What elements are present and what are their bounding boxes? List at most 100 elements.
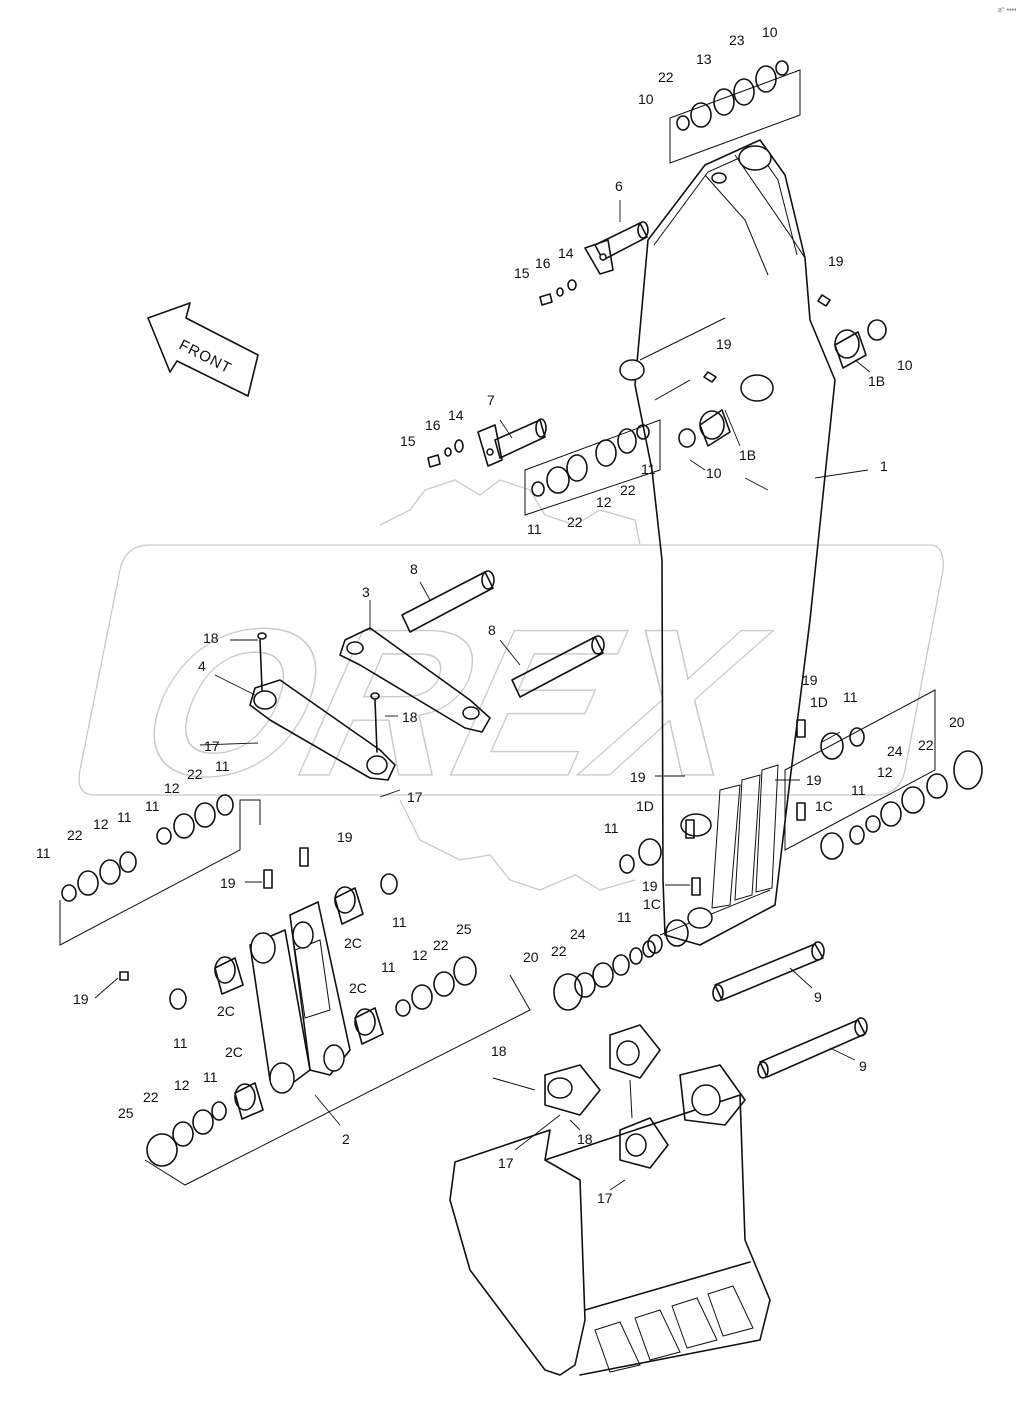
callout: 1C — [815, 798, 833, 814]
callout: 11 — [843, 689, 858, 705]
callout: 11 — [117, 809, 132, 825]
callout: 1D — [810, 694, 828, 710]
callout: 4 — [198, 658, 206, 674]
callout: 7 — [487, 392, 495, 408]
callout: 11 — [381, 959, 396, 975]
callout: 20 — [949, 714, 965, 730]
callout: 22 — [918, 737, 934, 753]
callout: 19 — [828, 253, 844, 269]
grease-fittings-19 — [119, 719, 806, 981]
callout: 1D — [636, 798, 654, 814]
bucket — [449, 1024, 771, 1376]
callout: 22 — [67, 827, 83, 843]
bushings-1C-1D — [619, 727, 865, 954]
callout: 18 — [402, 709, 418, 725]
callout: 22 — [567, 514, 583, 530]
callout: 19 — [73, 991, 89, 1007]
callout: 19 — [642, 878, 658, 894]
corner-mark: a° •••• — [998, 6, 1017, 14]
callout: 8 — [488, 622, 496, 638]
callout: 10 — [638, 91, 654, 107]
link-3 — [339, 627, 491, 733]
callout: 9 — [814, 989, 822, 1005]
callout: 11 — [851, 782, 866, 798]
callout: 17 — [204, 738, 220, 754]
callout: 1C — [643, 896, 661, 912]
callout: 19 — [806, 772, 822, 788]
front-arrow: FRONT — [147, 302, 259, 397]
lower-middle-washer-stack — [553, 940, 656, 1011]
callout: 19 — [337, 829, 353, 845]
callout: 3 — [362, 584, 370, 600]
callout: 13 — [696, 51, 712, 67]
callout: 12 — [93, 816, 109, 832]
callout: 22 — [433, 937, 449, 953]
arm-top-washer-stack — [669, 60, 801, 164]
callout: 17 — [407, 789, 423, 805]
callout: 2C — [349, 980, 367, 996]
watermark-text: OREX — [120, 586, 784, 820]
callout: 22 — [620, 482, 636, 498]
callout: 10 — [897, 357, 913, 373]
callout: 1B — [868, 373, 885, 389]
callout: 12 — [174, 1077, 190, 1093]
callout: 2C — [344, 935, 362, 951]
callout: 24 — [887, 743, 903, 759]
callout: 11 — [145, 798, 160, 814]
callout: 22 — [187, 766, 203, 782]
callout: 24 — [570, 926, 586, 942]
callout: 19 — [802, 672, 818, 688]
callout: 12 — [164, 780, 180, 796]
callout: 16 — [535, 255, 551, 271]
callout: 22 — [551, 943, 567, 959]
pin-8-upper — [401, 570, 495, 633]
callout: 18 — [577, 1131, 593, 1147]
callout: 18 — [491, 1043, 507, 1059]
bushings-2C — [214, 886, 384, 1120]
callout: 11 — [173, 1035, 188, 1051]
callout: 23 — [729, 32, 745, 48]
callout: 22 — [143, 1089, 159, 1105]
link-2 — [249, 901, 351, 1094]
right-washer-stack — [784, 689, 983, 851]
callout: 15 — [400, 433, 416, 449]
callout: 1 — [880, 458, 888, 474]
watermark: OREX — [78, 479, 944, 891]
callout: 12 — [596, 494, 612, 510]
callout: 10 — [762, 24, 778, 40]
bushing-1B-lower — [678, 371, 731, 448]
callout: 15 — [514, 265, 530, 281]
callout: 19 — [220, 875, 236, 891]
callout: 9 — [859, 1058, 867, 1074]
callout-labels: 1 1B 1B 1C 1C 1D 1D 2 2C 2C 2C 2C 3 4 6 … — [36, 24, 965, 1206]
callout: 11 — [641, 461, 656, 477]
callout: 12 — [877, 764, 893, 780]
callout: 19 — [630, 769, 646, 785]
callout: 25 — [456, 921, 472, 937]
pin-6 — [539, 221, 649, 306]
pin-7-washer-stack — [524, 317, 726, 516]
callout: 2 — [342, 1131, 350, 1147]
callout: 2C — [225, 1044, 243, 1060]
callout: 2C — [217, 1003, 235, 1019]
callout: 6 — [615, 178, 623, 194]
callout: 18 — [203, 630, 219, 646]
pins-9 — [712, 941, 868, 1079]
callout: 20 — [523, 949, 539, 965]
callout: 11 — [215, 758, 230, 774]
arm-main-body — [619, 139, 836, 946]
callout: 19 — [716, 336, 732, 352]
bushing-1B-upper — [817, 294, 887, 369]
callout: 25 — [118, 1105, 134, 1121]
pin-7 — [427, 418, 547, 468]
front-label: FRONT — [176, 336, 234, 377]
callout: 22 — [658, 69, 674, 85]
callout: 11 — [203, 1069, 218, 1085]
callout: 11 — [617, 909, 632, 925]
callout: 8 — [410, 561, 418, 577]
pin-8-lower — [511, 635, 605, 698]
callout: 14 — [448, 407, 464, 423]
callout: 12 — [412, 947, 428, 963]
